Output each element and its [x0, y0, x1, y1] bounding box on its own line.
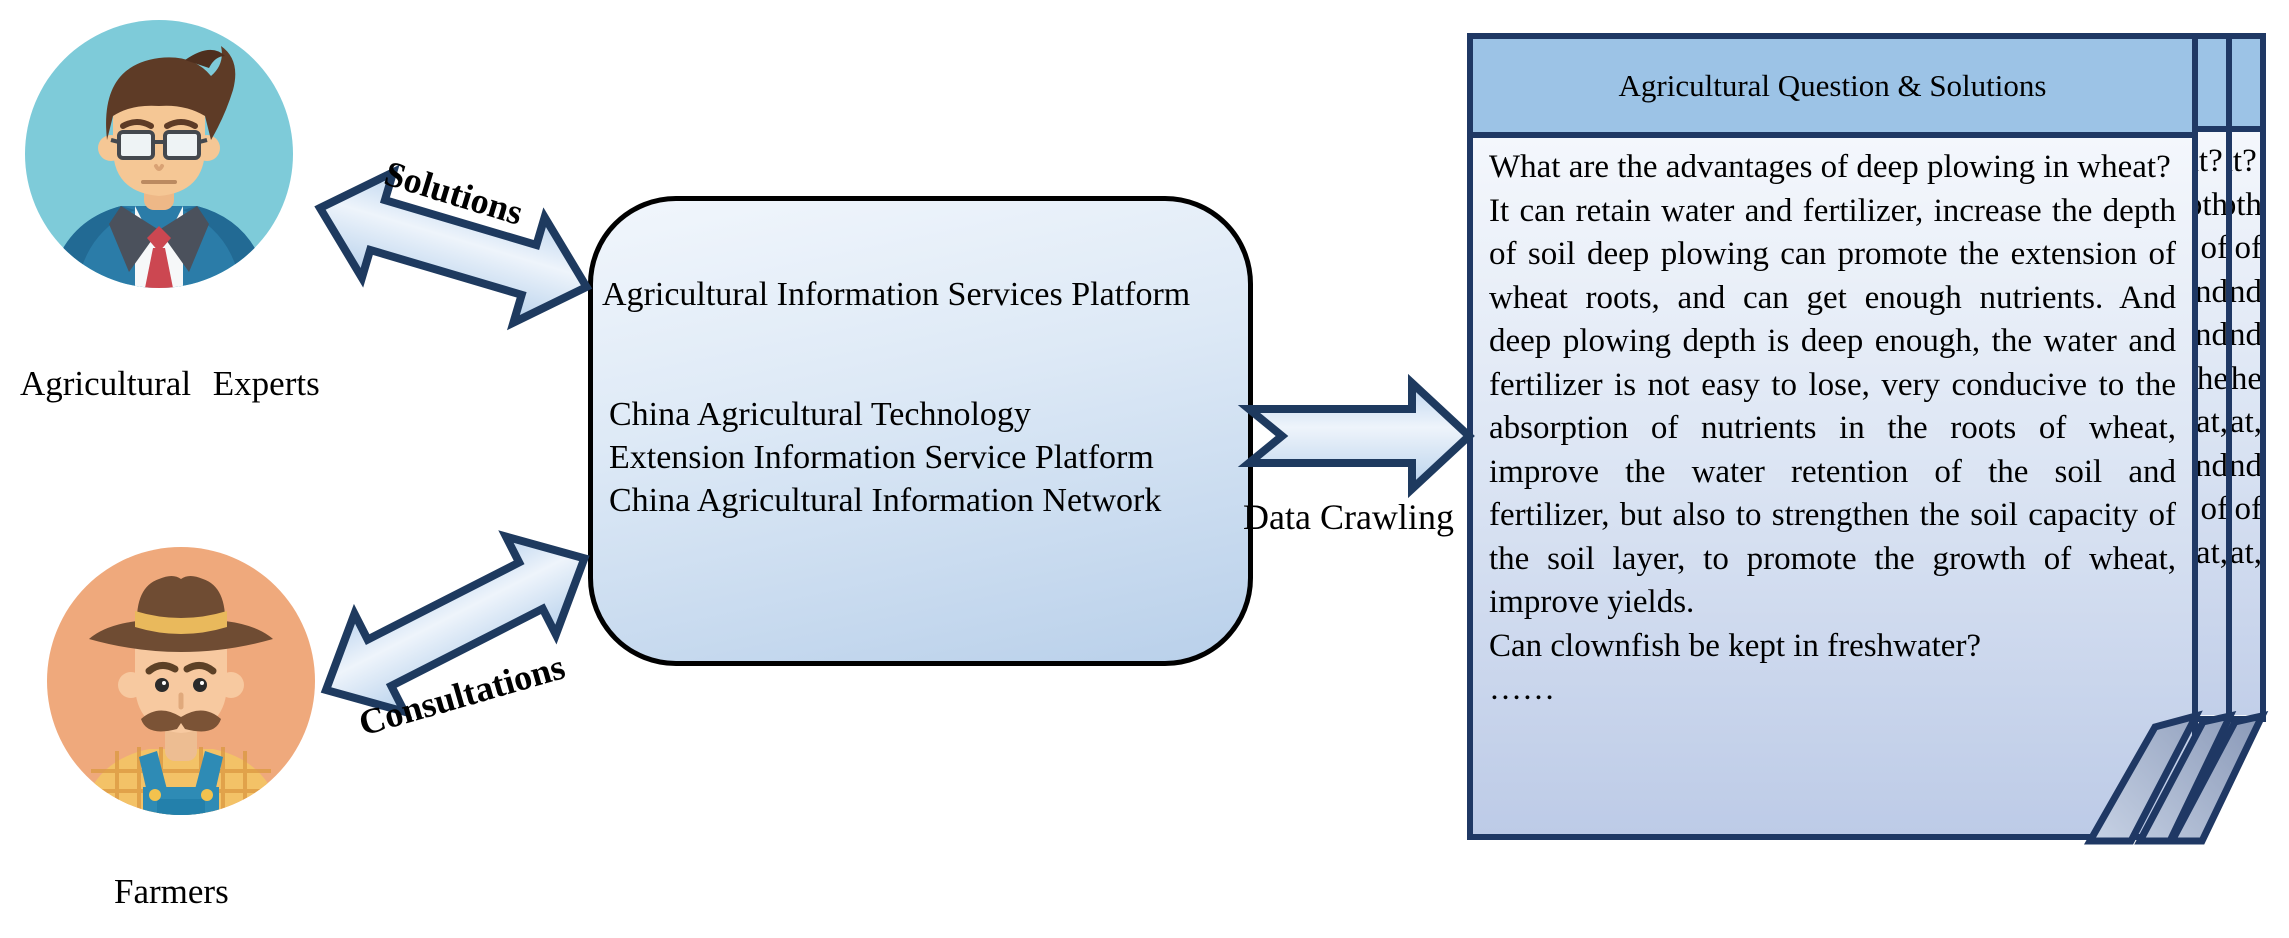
qa-panel: Agricultural Question & Solutions What a…	[1467, 33, 2198, 840]
qa-panel-page-2-header	[2198, 39, 2226, 132]
qa-paragraph: Can clownfish be kept in freshwater?	[2198, 619, 2226, 663]
qa-paragraph: What are the advantages of deep plowing …	[2232, 143, 2257, 179]
farmer-avatar-icon	[47, 547, 315, 815]
qa-panel-page-3: What are the advantages of deep plowing …	[2226, 33, 2266, 722]
consultations-label: Consultations	[354, 646, 570, 744]
solutions-label: Solutions	[380, 152, 528, 233]
qa-paragraph: It can retain water and fertilizer, incr…	[2198, 186, 2226, 571]
platform-box-title: Agricultural Information Services Platfo…	[602, 276, 1191, 313]
qa-panel-page-3-body: What are the advantages of deep plowing …	[2232, 132, 2260, 715]
qa-paragraph: What are the advantages of deep plowing …	[2198, 143, 2223, 179]
platform-system-item: China Agricultural Technology	[609, 396, 1031, 433]
agricultural-experts-label: Agricultural Experts	[20, 364, 320, 403]
platform-system-item: China Agricultural Information Network	[609, 482, 1162, 519]
expert-avatar-icon	[25, 20, 293, 288]
qa-panel-page-3-header	[2232, 39, 2260, 132]
farmers-label: Farmers	[114, 872, 229, 911]
qa-paragraph: What are the advantages of deep plowing …	[1489, 149, 2171, 185]
agricultural-experts-avatar	[25, 20, 293, 288]
qa-paragraph: ……	[1489, 671, 1555, 707]
qa-paragraph: Can clownfish be kept in freshwater?	[2232, 619, 2260, 663]
qa-paragraph: It can retain water and fertilizer, incr…	[1489, 192, 2176, 621]
data-crawling-label: Data Crawling	[1243, 497, 1454, 537]
qa-paragraph: It can retain water and fertilizer, incr…	[2232, 186, 2260, 571]
qa-panel-title: Agricultural Question & Solutions	[1618, 67, 2047, 103]
qa-panel-header: Agricultural Question & Solutions	[1473, 39, 2192, 138]
qa-panel-page-2: What are the advantages of deep plowing …	[2192, 33, 2232, 722]
qa-panel-page-2-body: What are the advantages of deep plowing …	[2198, 132, 2226, 715]
platform-box: Agricultural Information Services Platfo…	[588, 196, 1253, 666]
qa-panel-body: What are the advantages of deep plowing …	[1473, 138, 2192, 834]
farmers-avatar	[47, 547, 315, 815]
data-crawling-arrow-icon	[1237, 373, 1475, 499]
qa-paragraph: Can clownfish be kept in freshwater?	[1489, 627, 1982, 664]
platform-system-item: Extension Information Service Platform	[609, 439, 1154, 476]
platform-systems: China Agricultural Technology Extension …	[609, 393, 1161, 522]
